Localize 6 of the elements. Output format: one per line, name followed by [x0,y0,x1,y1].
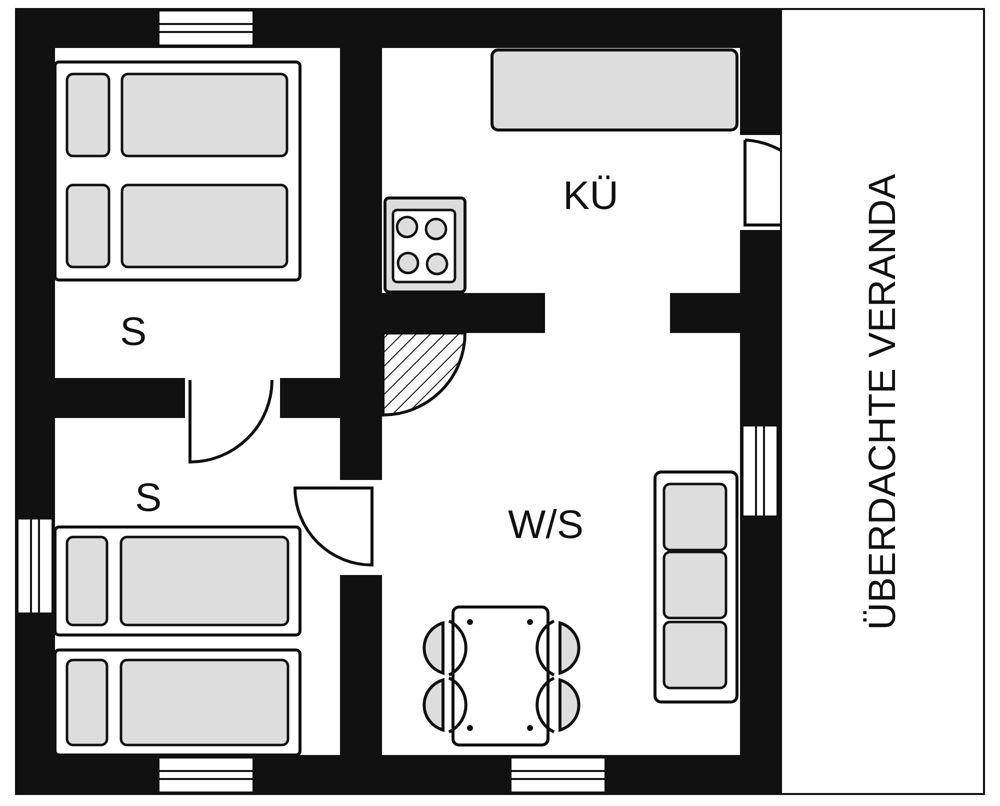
room-label: S [135,478,162,518]
room-label: KÜ [563,176,619,216]
area-label: ÜBERDACHTE VERANDA [864,173,902,630]
room-label: S [120,312,147,352]
veranda-area [780,8,985,795]
room-label: W/S [508,505,584,545]
